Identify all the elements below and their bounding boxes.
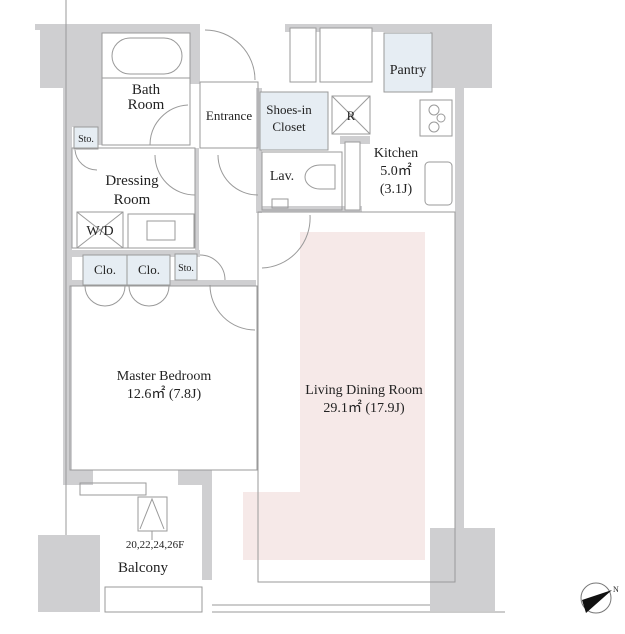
washer-dryer-label: W/D [86, 224, 113, 239]
closet-label-2: Clo. [138, 262, 160, 277]
storage-label: Sto. [78, 134, 94, 145]
dressing-room-label-2: Room [114, 192, 151, 208]
lavatory-label: Lav. [270, 169, 294, 184]
kitchen-label: Kitchen [374, 146, 418, 161]
storage-label-2: Sto. [178, 263, 194, 274]
living-dining-area: 29.1㎡ (17.9J) [323, 400, 405, 416]
dressing-room-label: Dressing [105, 173, 159, 189]
room-labels: Bath Room Entrance Shoes-in Closet Pantr… [78, 63, 426, 576]
floors-note: 20,22,24,26F [126, 539, 184, 551]
bath-room-label: Bath [132, 82, 161, 98]
room-outlines [65, 0, 505, 613]
north-compass-icon: N [580, 582, 619, 614]
living-dining-label: Living Dining Room [305, 383, 423, 398]
shoes-closet-label-2: Closet [272, 119, 306, 134]
balcony-label: Balcony [118, 560, 168, 576]
closet-label-1: Clo. [94, 262, 116, 277]
master-bedroom-area: 12.6㎡ (7.8J) [127, 386, 202, 402]
refrigerator-label: R [347, 108, 356, 123]
kitchen-area: 5.0㎡ [380, 163, 412, 179]
walls [35, 24, 495, 612]
pantry-label: Pantry [390, 63, 427, 78]
entrance-label: Entrance [206, 108, 252, 123]
living-floor-highlight [243, 232, 425, 560]
compass-label: N [613, 585, 619, 594]
doors [74, 29, 311, 331]
shoes-closet-label: Shoes-in [266, 102, 312, 117]
bath-room-label-2: Room [128, 97, 165, 113]
master-bedroom-label: Master Bedroom [117, 369, 212, 384]
kitchen-jo: (3.1J) [380, 182, 413, 197]
